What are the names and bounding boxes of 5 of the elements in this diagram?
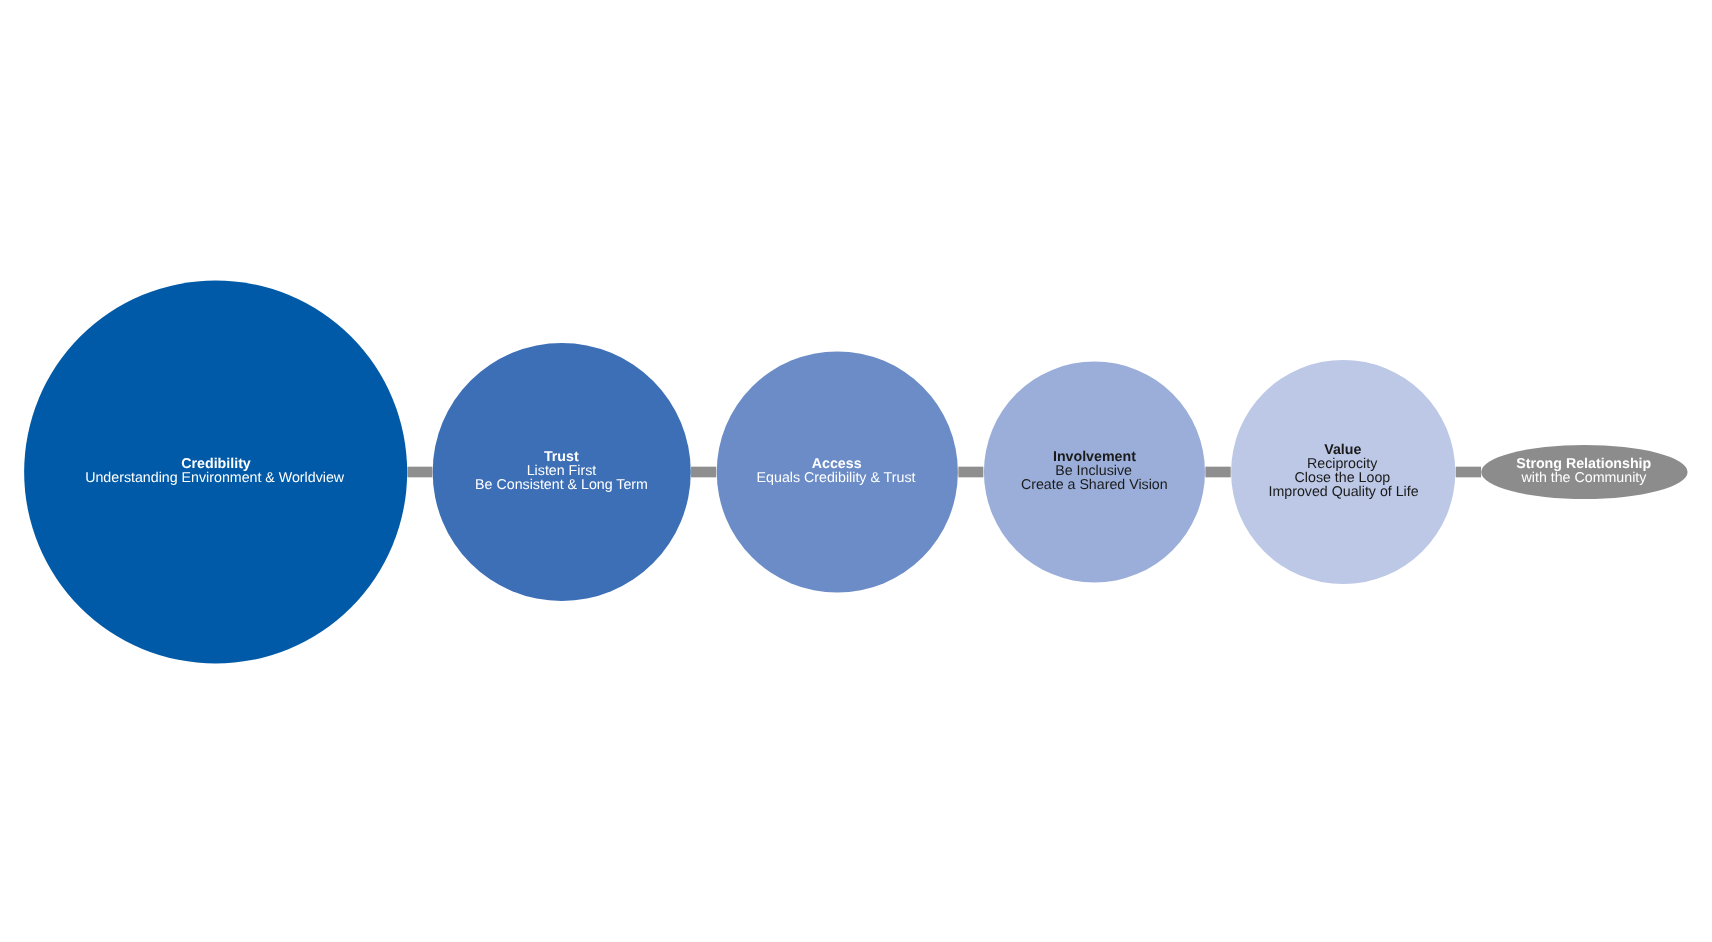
connector (1205, 465, 1231, 477)
connector (407, 465, 433, 477)
connector (1455, 465, 1482, 477)
connector (958, 465, 984, 477)
connector (691, 465, 717, 477)
